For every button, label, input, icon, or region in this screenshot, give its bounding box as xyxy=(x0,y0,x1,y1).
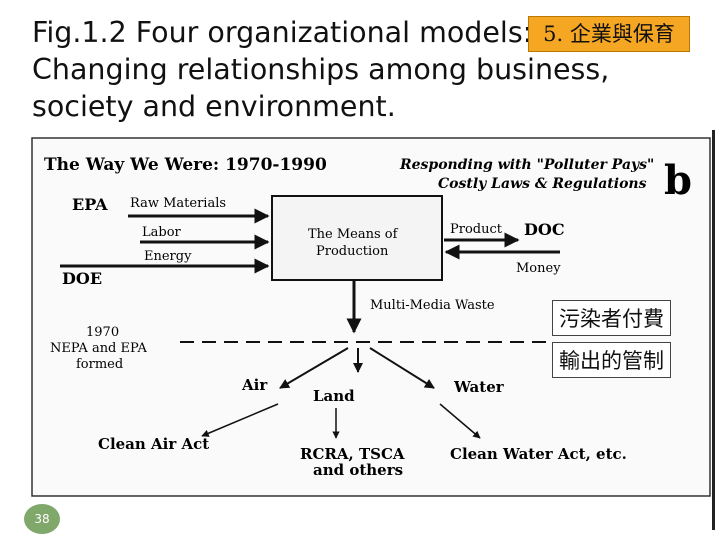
title-line-2: Changing relationships among business, xyxy=(32,53,610,86)
chapter-tag: 5. 企業與保育 xyxy=(528,16,690,52)
water-label: Water xyxy=(453,378,505,396)
right-border-line xyxy=(712,130,715,530)
heading-right-line2: Costly Laws & Regulations xyxy=(438,176,647,192)
arrow-clean-air xyxy=(201,403,279,437)
title-line-3: society and environment. xyxy=(32,90,396,123)
doe-label: DOE xyxy=(62,269,102,288)
title-line-1: Fig.1.2 Four organizational models: xyxy=(32,16,533,49)
nepa-line1: NEPA and EPA xyxy=(50,341,148,356)
arrow-clean-water xyxy=(439,403,481,439)
product-label: Product xyxy=(450,222,503,237)
slide-title: Fig.1.2 Four organizational models: Chan… xyxy=(32,14,610,125)
input-labor: Labor xyxy=(142,225,182,240)
waste-label: Multi-Media Waste xyxy=(370,298,495,313)
heading-right-line1: Responding with "Polluter Pays" xyxy=(399,157,654,173)
input-raw-materials: Raw Materials xyxy=(130,196,226,211)
money-label: Money xyxy=(516,261,561,276)
nepa-line2: formed xyxy=(76,357,123,372)
epa-label: EPA xyxy=(72,195,108,214)
arrow-water xyxy=(369,347,435,389)
page-number-badge: 38 xyxy=(24,504,60,534)
land-label: Land xyxy=(313,387,355,405)
rcra-line2: and others xyxy=(313,461,403,479)
arrow-air xyxy=(279,347,349,389)
clean-water-act: Clean Water Act, etc. xyxy=(450,445,627,463)
heading-left: The Way We Were: 1970-1990 xyxy=(44,155,327,175)
doc-label: DOC xyxy=(524,220,565,239)
air-label: Air xyxy=(241,376,268,394)
annotation-polluter-pays: 污染者付費 xyxy=(552,300,671,336)
panel-letter: b xyxy=(664,157,692,204)
production-line2: Production xyxy=(316,244,389,259)
production-line1: The Means of xyxy=(308,227,399,242)
production-box xyxy=(271,195,443,281)
year-label: 1970 xyxy=(86,325,119,340)
clean-air-act: Clean Air Act xyxy=(98,435,209,453)
annotation-output-control: 輸出的管制 xyxy=(552,342,671,378)
input-energy: Energy xyxy=(144,249,192,264)
organizational-model-diagram: The Way We Were: 1970-1990 Responding wi… xyxy=(31,137,711,497)
rcra-line1: RCRA, TSCA xyxy=(300,445,405,463)
